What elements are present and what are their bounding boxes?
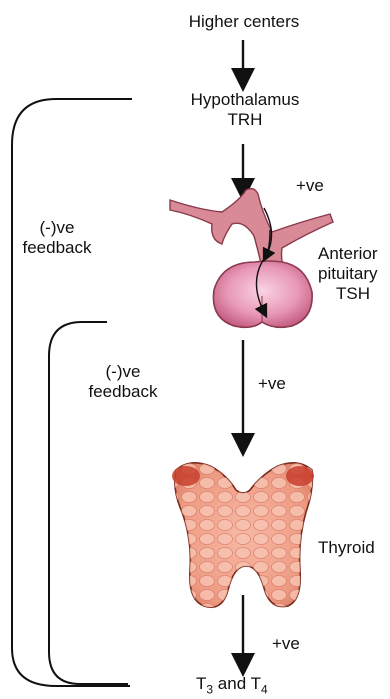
outer-negative-feedback-label: (-)ve [22,218,92,238]
inner-feedback-label: feedback [76,382,170,402]
positive-signal-label-3: +ve [272,634,300,654]
thyroid-label: Thyroid [318,538,375,558]
hypothalamus-label: Hypothalamus [165,90,325,110]
pituitary-label: pituitary [318,264,378,284]
trh-label: TRH [200,110,290,130]
positive-signal-label-1: +ve [296,176,324,196]
t3-t4-label: T3 and T4 [196,674,268,694]
outer-feedback-label: feedback [10,238,104,258]
thyroid-gland-illustration [172,463,314,607]
anterior-label: Anterior [318,244,378,264]
higher-centers-label: Higher centers [170,12,318,32]
inner-negative-feedback-label: (-)ve [88,362,158,382]
pituitary-gland-illustration [170,189,333,328]
tsh-label: TSH [336,284,370,304]
positive-signal-label-2: +ve [258,374,286,394]
